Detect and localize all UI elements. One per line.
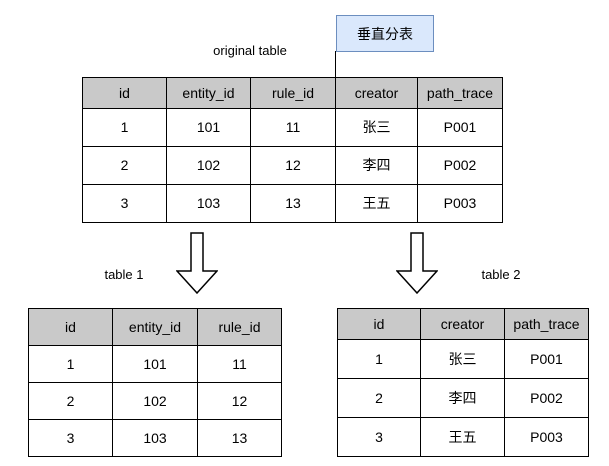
column-header: creator — [420, 307, 505, 341]
table-cell: 1 — [28, 345, 113, 383]
table-cell: P002 — [417, 145, 503, 185]
table-cell: 1 — [337, 339, 421, 380]
table-cell: 3 — [28, 419, 113, 457]
table-cell: 王五 — [335, 183, 418, 224]
table-cell: 1 — [82, 107, 167, 147]
table2: id creator path_trace 1 张三 P001 2 李四 P00… — [337, 307, 589, 457]
original-table-title: original table — [213, 43, 287, 58]
table-row: 3 103 13 — [28, 419, 282, 457]
table-cell: 103 — [112, 419, 198, 457]
callout-connector-line — [335, 51, 336, 77]
table-cell: 101 — [112, 345, 198, 383]
table1: id entity_id rule_id 1 101 11 2 102 12 3… — [28, 308, 282, 457]
column-header: id — [82, 77, 167, 109]
column-header: creator — [335, 77, 418, 109]
table-cell: P001 — [417, 107, 503, 147]
table-cell: 12 — [197, 382, 282, 420]
table-cell: P003 — [417, 183, 503, 224]
table-cell: 11 — [197, 345, 282, 383]
callout-vertical-split: 垂直分表 — [336, 15, 434, 52]
column-header: path_trace — [504, 307, 589, 341]
table2-title: table 2 — [481, 267, 521, 282]
table-row: 3 王五 P003 — [337, 417, 589, 457]
table-row: 1 张三 P001 — [337, 339, 589, 380]
table-cell: 13 — [197, 419, 282, 457]
table-cell: P003 — [504, 417, 589, 457]
table-cell: 102 — [112, 382, 198, 420]
column-header: rule_id — [250, 77, 336, 109]
table-cell: 王五 — [420, 417, 505, 457]
column-header: path_trace — [417, 77, 503, 109]
table-cell: 3 — [82, 183, 167, 224]
table-row: 3 103 13 王五 P003 — [82, 183, 503, 224]
original-table: id entity_id rule_id creator path_trace … — [82, 77, 503, 224]
table1-header-row: id entity_id rule_id — [28, 308, 282, 346]
down-arrow-right-icon — [396, 232, 438, 294]
table-cell: 2 — [82, 145, 167, 185]
table-cell: 101 — [166, 107, 251, 147]
table-cell: 102 — [166, 145, 251, 185]
column-header: entity_id — [166, 77, 251, 109]
original-table-header-row: id entity_id rule_id creator path_trace — [82, 77, 503, 109]
table-cell: 103 — [166, 183, 251, 224]
column-header: id — [337, 307, 421, 341]
table-cell: 3 — [337, 417, 421, 457]
table-cell: 张三 — [335, 107, 418, 147]
table-row: 2 102 12 — [28, 382, 282, 420]
table-row: 2 李四 P002 — [337, 378, 589, 419]
down-arrow-left-icon — [176, 232, 218, 294]
table1-title: table 1 — [104, 267, 144, 282]
table-cell: 11 — [250, 107, 336, 147]
column-header: id — [28, 308, 113, 346]
table-row: 2 102 12 李四 P002 — [82, 145, 503, 185]
column-header: entity_id — [112, 308, 198, 346]
table-cell: 张三 — [420, 339, 505, 380]
table-cell: 李四 — [420, 378, 505, 419]
table-cell: 李四 — [335, 145, 418, 185]
table-row: 1 101 11 — [28, 345, 282, 383]
column-header: rule_id — [197, 308, 282, 346]
table-cell: P002 — [504, 378, 589, 419]
table-cell: P001 — [504, 339, 589, 380]
callout-label: 垂直分表 — [357, 25, 413, 42]
table-row: 1 101 11 张三 P001 — [82, 107, 503, 147]
table2-header-row: id creator path_trace — [337, 307, 589, 341]
table-cell: 12 — [250, 145, 336, 185]
table-cell: 2 — [28, 382, 113, 420]
table-cell: 13 — [250, 183, 336, 224]
table-cell: 2 — [337, 378, 421, 419]
